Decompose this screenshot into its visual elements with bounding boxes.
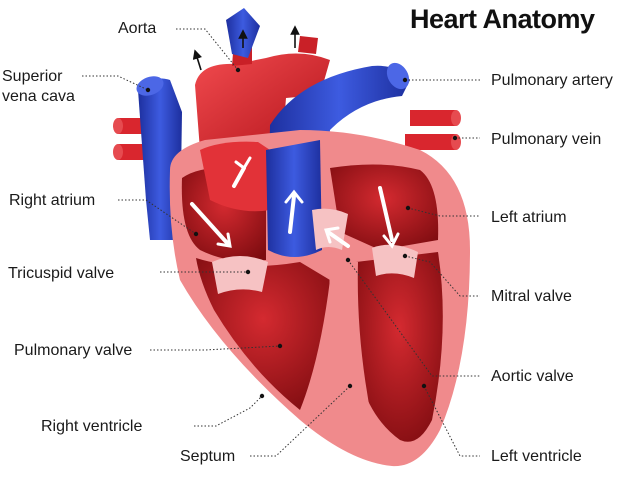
label-pulmonary-vein: Pulmonary vein [491, 131, 602, 148]
septum-wall [329, 262, 372, 430]
anchor-dots [145, 67, 458, 399]
label-left-ventricle: Left ventricle [491, 448, 582, 465]
blood-flow-arrows [190, 156, 400, 249]
label-tricuspid-valve: Tricuspid valve [8, 265, 115, 282]
label-right-atrium: Right atrium [9, 192, 96, 209]
diagram-title: Heart Anatomy [410, 4, 595, 34]
right-ventricle [196, 258, 330, 410]
outflow-arrows [192, 25, 300, 71]
label-mitral-valve: Mitral valve [491, 288, 572, 305]
label-superior-vena-cava-line2: vena cava [2, 88, 75, 105]
label-aortic-valve: Aortic valve [491, 368, 574, 385]
leader-lines [82, 28, 480, 457]
label-superior-vena-cava-line1: Superior [2, 68, 63, 85]
label-right-ventricle: Right ventricle [41, 418, 143, 435]
label-left-atrium: Left atrium [491, 209, 567, 226]
label-pulmonary-artery: Pulmonary artery [491, 72, 613, 89]
aorta [195, 53, 330, 150]
left-ventricle [356, 252, 443, 442]
label-aorta: Aorta [118, 20, 157, 37]
label-septum: Septum [180, 448, 236, 465]
label-pulmonary-valve: Pulmonary valve [14, 342, 133, 359]
